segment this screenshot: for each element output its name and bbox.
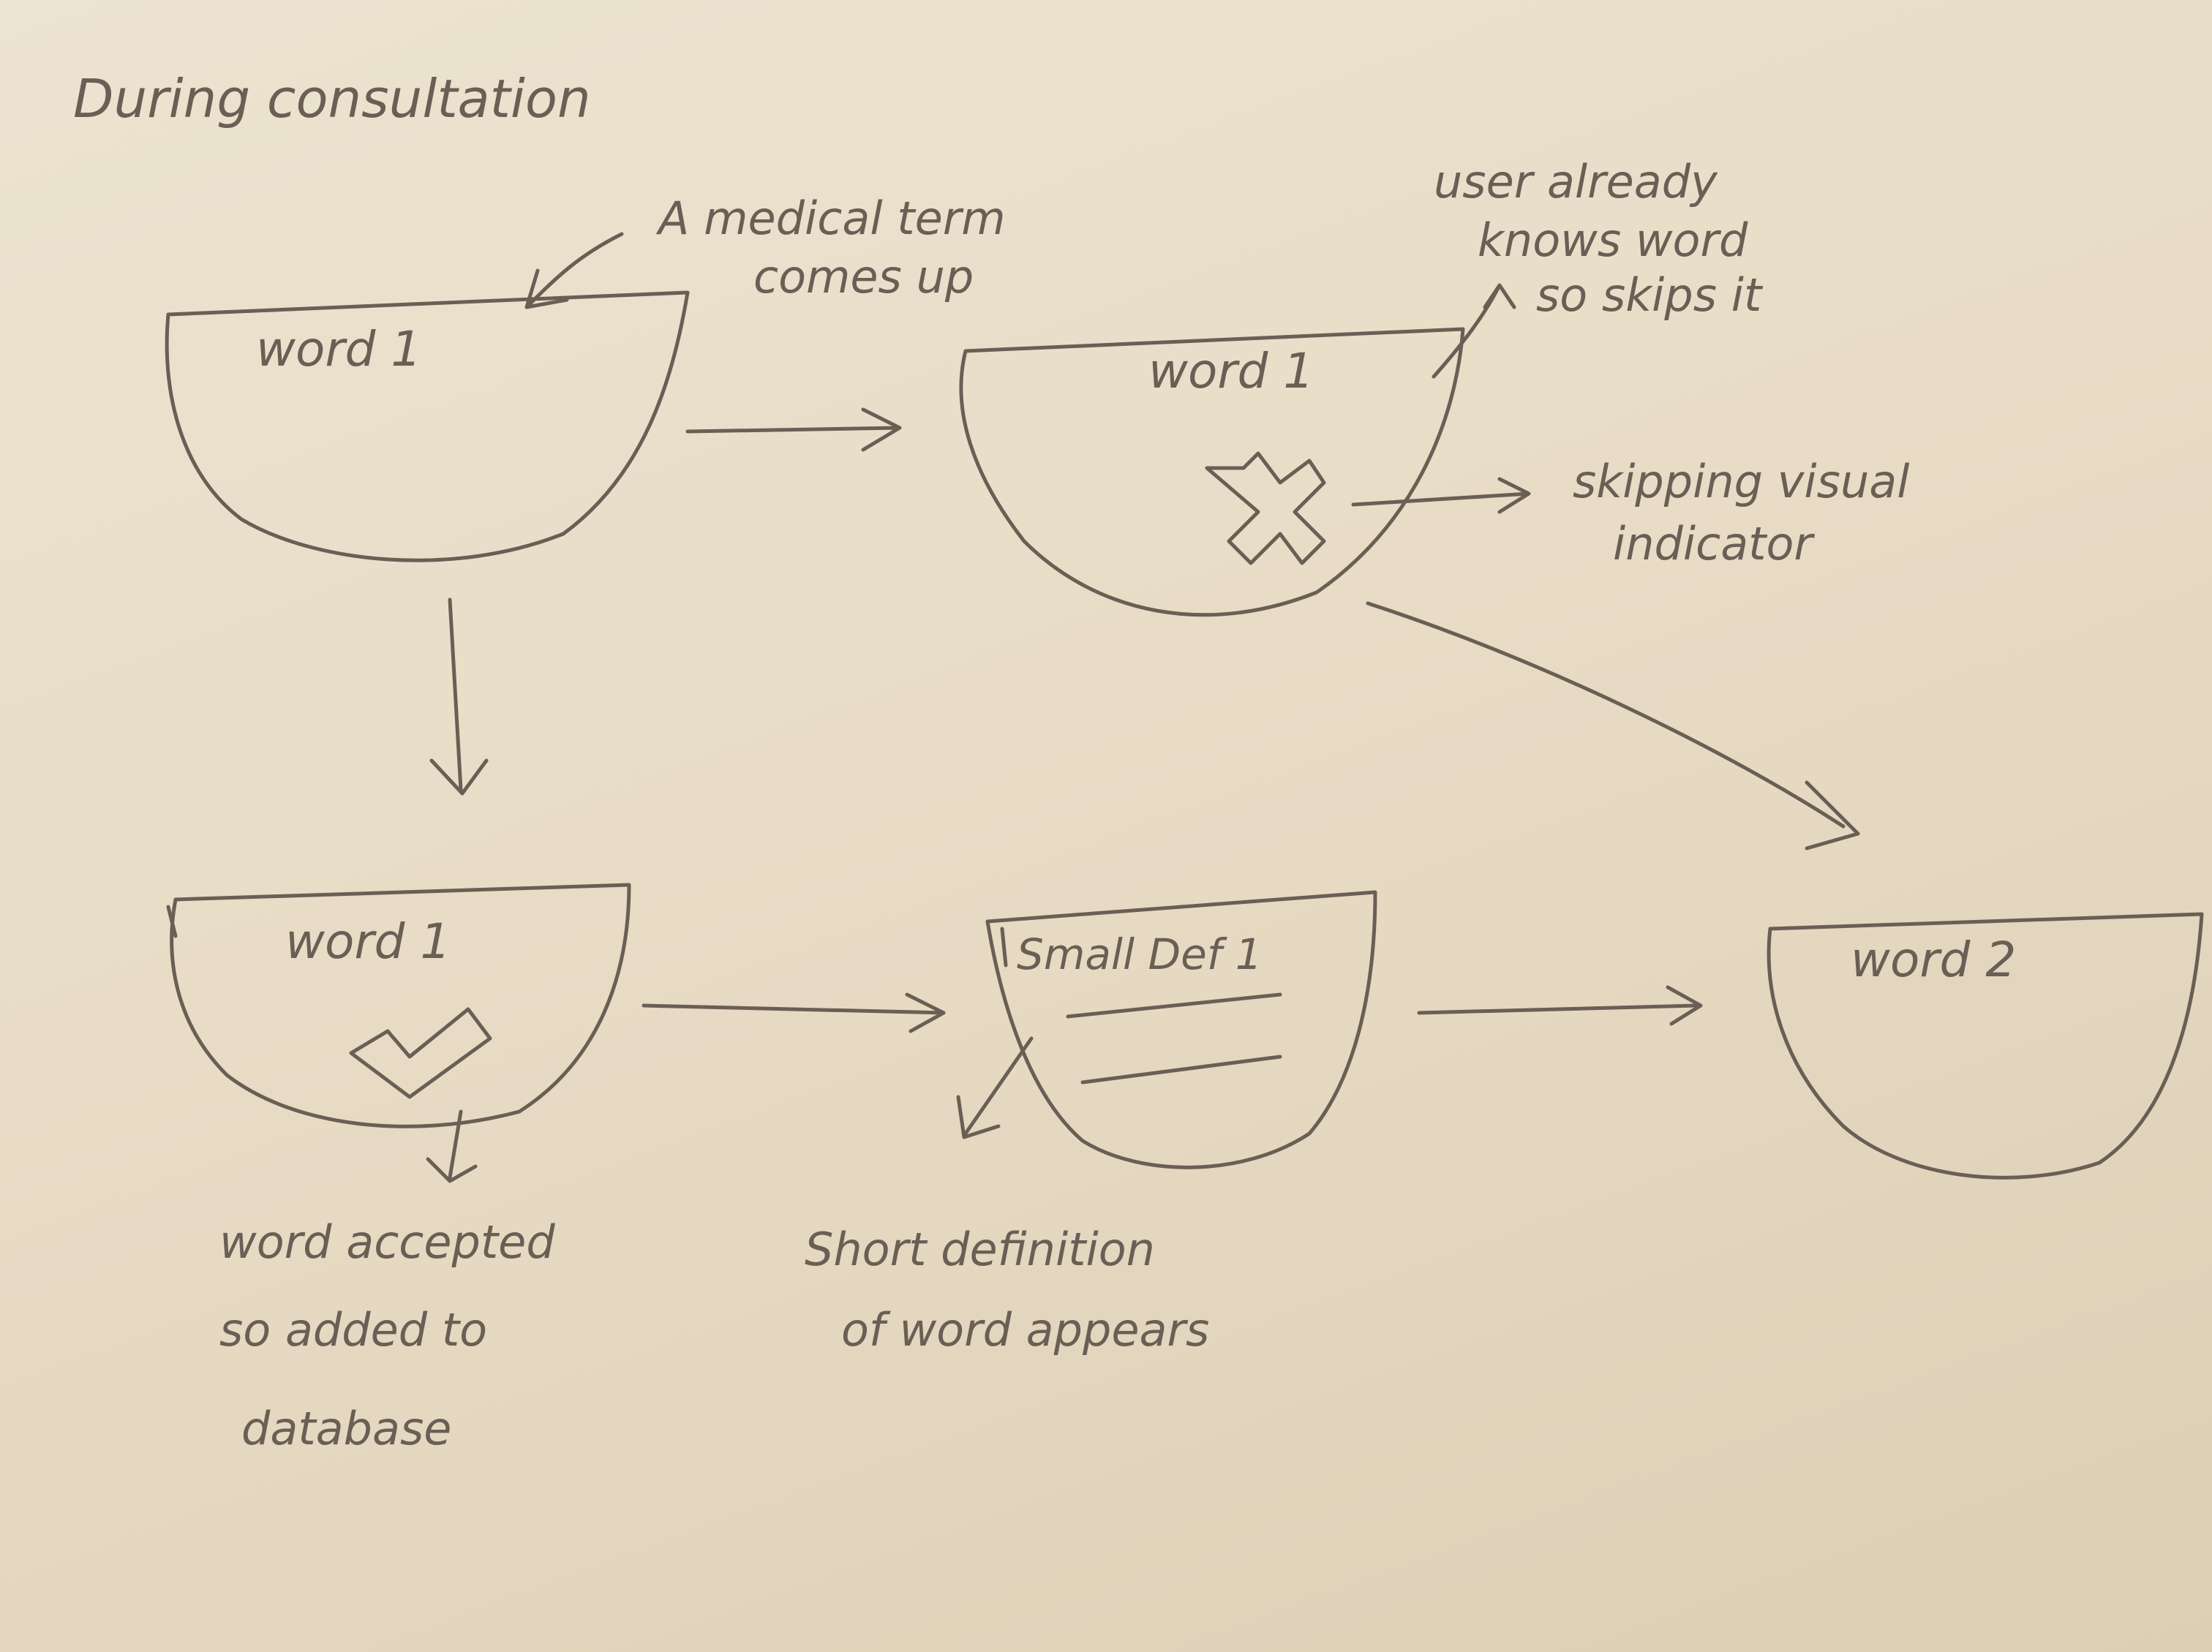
bowl-word1-skip[interactable]: word 1 xyxy=(959,327,1465,617)
bowl-outline xyxy=(165,290,690,562)
bowl-label: word 1 xyxy=(256,321,421,377)
annotation-arrow xyxy=(956,1036,1034,1139)
bowl-label: word 2 xyxy=(1851,932,2016,988)
annotation-line: skipping visual xyxy=(1573,455,1909,508)
page-title: During consultation xyxy=(73,68,591,129)
checkmark-icon xyxy=(349,1007,492,1099)
bowl-label: word 1 xyxy=(1148,343,1314,399)
bowl-label: Small Def 1 xyxy=(1017,929,1263,979)
bowl-tick xyxy=(1000,927,1008,968)
annotation-arrow xyxy=(1351,477,1531,514)
annotation-line: so skips it xyxy=(1536,268,1764,322)
annotation-already-knows: user already knows word so skips it xyxy=(1432,155,1764,379)
bowl-tick xyxy=(166,905,178,938)
annotation-line: database xyxy=(241,1402,451,1455)
bowl-outline xyxy=(1767,912,2204,1180)
annotation-line: user already xyxy=(1434,155,1718,208)
flow-arrow-down xyxy=(429,597,489,796)
definition-text-line xyxy=(1066,992,1282,1019)
bowl-outline xyxy=(170,883,631,1128)
annotation-line: Short definition xyxy=(805,1223,1155,1276)
flow-arrow-to-skip xyxy=(685,407,902,452)
bowl-word1-accept[interactable]: word 1 xyxy=(166,883,631,1128)
bowl-word1-top[interactable]: word 1 xyxy=(165,290,690,562)
flow-arrow-def-to-word2 xyxy=(1417,985,1703,1026)
annotation-arrow xyxy=(1432,283,1516,379)
annotation-short-def: Short definition of word appears xyxy=(805,1036,1209,1357)
annotation-line: knows word xyxy=(1478,214,1748,267)
bowl-outline xyxy=(959,327,1465,617)
annotation-skip-indicator: skipping visual indicator xyxy=(1351,455,1909,570)
annotation-line: indicator xyxy=(1613,517,1815,570)
annotation-line: of word appears xyxy=(841,1303,1209,1357)
annotation-line: so added to xyxy=(219,1303,487,1357)
cross-icon xyxy=(1205,451,1326,565)
annotation-line: word accepted xyxy=(219,1215,555,1269)
flow-arrow-to-definition xyxy=(642,992,946,1033)
definition-text-line xyxy=(1080,1055,1282,1085)
annotation-arrow xyxy=(426,1109,478,1183)
bowl-label: word 1 xyxy=(285,913,451,970)
flow-arrow-to-word2 xyxy=(1366,601,1860,850)
annotation-medical-term: A medical term comes up xyxy=(524,192,1006,309)
annotation-line: comes up xyxy=(753,250,974,303)
annotation-accepted: word accepted so added to database xyxy=(219,1109,555,1455)
bowl-word2[interactable]: word 2 xyxy=(1767,912,2204,1180)
annotation-line: A medical term xyxy=(655,192,1006,245)
bowl-definition[interactable]: Small Def 1 xyxy=(985,890,1377,1169)
